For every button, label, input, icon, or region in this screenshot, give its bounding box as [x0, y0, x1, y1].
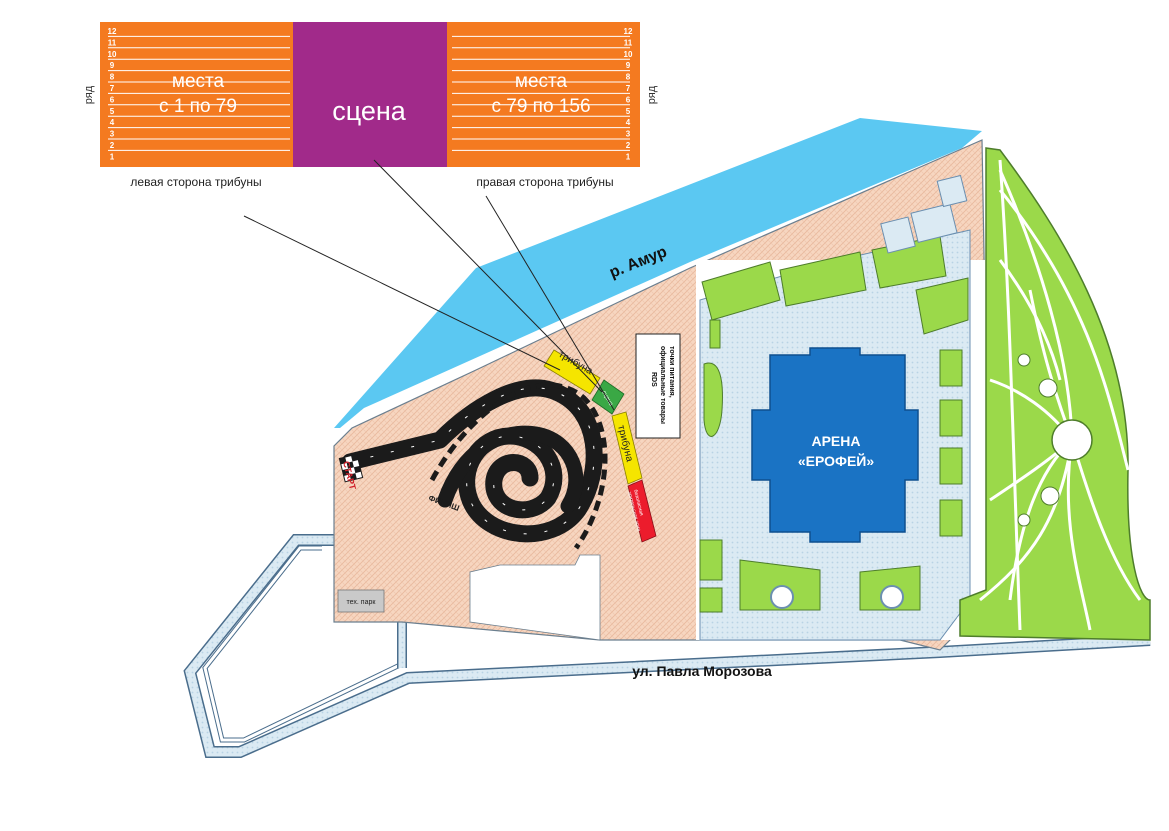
stage-marker[interactable] — [591, 379, 625, 415]
row-number: 2 — [110, 141, 115, 150]
arena-label-1: АРЕНА — [811, 433, 860, 449]
row-number: 7 — [626, 84, 631, 93]
leader-lines — [243, 159, 615, 411]
safe-zone[interactable] — [627, 479, 657, 543]
right-seats-label-1: места — [515, 71, 568, 92]
seating-chart: места с 1 по 79 места с 79 по 156 сцена … — [83, 22, 658, 189]
row-number: 5 — [110, 107, 115, 116]
row-number: 12 — [624, 27, 633, 36]
food-stands-box[interactable] — [635, 333, 681, 439]
row-number: 6 — [626, 95, 631, 104]
right-tribune-block[interactable] — [447, 22, 640, 167]
race-track — [338, 379, 608, 550]
row-number: 12 — [108, 27, 117, 36]
right-seats-label-2: с 79 по 156 — [491, 96, 590, 117]
food-label-1: точки питания, — [668, 346, 675, 398]
row-lines — [108, 35, 630, 151]
row-number: 6 — [110, 95, 115, 104]
right-row-numbers: 12 11 10 9 8 7 6 5 4 3 2 1 — [624, 27, 633, 161]
arena-building[interactable] — [751, 347, 919, 543]
arena-label-2: «ЕРОФЕЙ» — [798, 452, 875, 469]
river — [334, 118, 982, 428]
parking-gap — [469, 554, 601, 641]
row-number: 11 — [108, 38, 117, 47]
left-seats-label-2: с 1 по 79 — [159, 96, 237, 117]
row-number: 1 — [110, 152, 115, 161]
left-tribune-block[interactable] — [100, 22, 295, 167]
row-label-left: ряд — [83, 85, 95, 104]
row-number: 9 — [626, 61, 631, 70]
row-number: 9 — [110, 61, 115, 70]
row-number: 3 — [110, 130, 115, 139]
row-number: 10 — [624, 50, 633, 59]
row-number: 3 — [626, 130, 631, 139]
row-number: 1 — [626, 152, 631, 161]
food-label-2: официальные товары — [659, 346, 666, 424]
left-seats-label-1: места — [172, 71, 225, 92]
row-number: 7 — [110, 84, 115, 93]
row-number: 11 — [624, 38, 633, 47]
row-number: 2 — [626, 141, 631, 150]
stage-block[interactable] — [293, 22, 447, 167]
park — [959, 147, 1151, 641]
left-row-numbers: 12 11 10 9 8 7 6 5 4 3 2 1 — [108, 27, 117, 161]
tribune-side[interactable] — [611, 411, 643, 485]
tech-park-label: тех. парк — [347, 599, 377, 606]
row-number: 10 — [108, 50, 117, 59]
row-number: 8 — [110, 73, 115, 82]
tribune-top[interactable] — [543, 349, 601, 395]
street-label: ул. Павла Морозова — [632, 663, 772, 679]
row-number: 4 — [626, 118, 631, 127]
row-label-right: ряд — [646, 85, 658, 104]
stage-label: сцена — [332, 96, 407, 126]
row-number: 8 — [626, 73, 631, 82]
arena-complex: АРЕНА «ЕРОФЕЙ» — [696, 174, 988, 641]
right-side-caption: правая сторона трибуны — [476, 175, 613, 189]
left-side-caption: левая сторона трибуны — [130, 175, 261, 189]
food-label-3: RDS — [650, 372, 657, 387]
tech-park[interactable] — [337, 589, 385, 613]
access-road — [183, 534, 1151, 758]
row-number: 5 — [626, 107, 631, 116]
tribunes — [543, 349, 657, 543]
arena-greenery — [699, 235, 969, 613]
row-number: 4 — [110, 118, 115, 127]
